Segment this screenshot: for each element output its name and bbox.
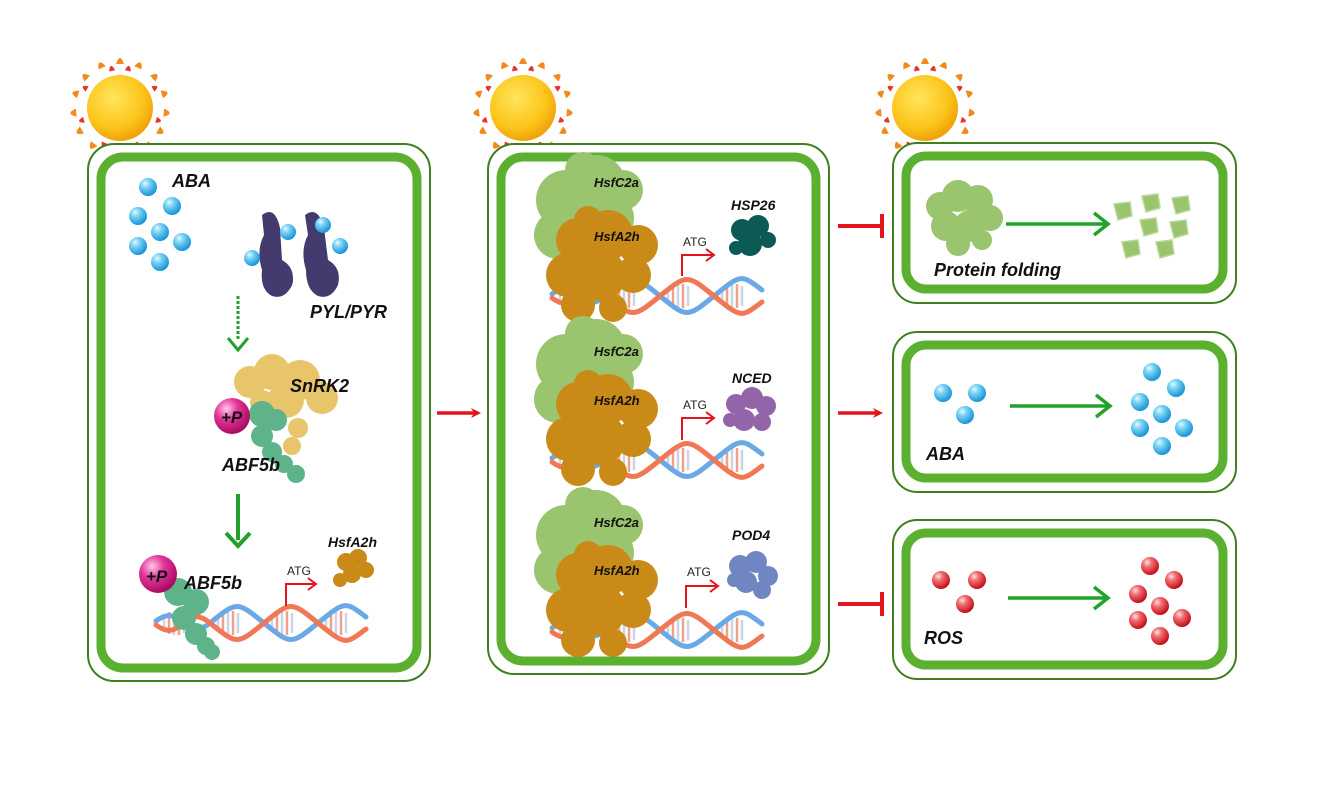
phosphate-group: +P (214, 398, 250, 434)
aba-bound-molecules (244, 217, 348, 266)
regulation-row-hsp26: HsfC2a HsfA2h ATG HSP26 (534, 152, 776, 322)
phosphate-group: +P (139, 555, 177, 593)
hsfa2h-protein-icon (333, 549, 374, 587)
aba-molecules (129, 178, 191, 271)
folded-protein-icon (926, 180, 1003, 256)
svg-text:POD4: POD4 (732, 527, 770, 543)
sun-icon (472, 58, 574, 158)
aba-label: ABA (171, 171, 211, 191)
abf5b-protein (249, 401, 305, 483)
aba-molecules-high (1131, 363, 1193, 455)
transcription-start-arrow (285, 577, 318, 606)
sun-icon (69, 58, 171, 158)
inhibition-arrow-icon (838, 592, 884, 616)
svg-text:NCED: NCED (732, 370, 772, 386)
svg-text:HSP26: HSP26 (731, 197, 776, 213)
activation-arrow-icon (1008, 585, 1111, 611)
svg-text:ATG: ATG (683, 235, 707, 249)
cell-outcome-aba (892, 331, 1237, 493)
regulation-row-nced: HsfC2a HsfA2h ATG NCED (534, 316, 776, 486)
svg-text:+P: +P (221, 408, 243, 427)
hsp26-protein-icon (729, 215, 776, 256)
protein-folding-label: Protein folding (934, 260, 1061, 280)
ros-label: ROS (924, 628, 963, 648)
svg-text:HsfC2a: HsfC2a (594, 175, 639, 190)
svg-text:HsfA2h: HsfA2h (594, 229, 640, 244)
svg-text:HsfA2h: HsfA2h (594, 563, 640, 578)
nced-protein-icon (723, 387, 776, 431)
svg-text:+P: +P (146, 567, 168, 586)
svg-text:HsfC2a: HsfC2a (594, 515, 639, 530)
svg-text:ATG: ATG (683, 398, 707, 412)
aba-molecules-low (934, 384, 986, 424)
pyl-pyr-label: PYL/PYR (310, 302, 387, 322)
atg-label: ATG (287, 564, 311, 578)
activation-arrow-icon (1010, 393, 1113, 419)
svg-text:HsfA2h: HsfA2h (594, 393, 640, 408)
hsfa2h-target-label: HsfA2h (328, 534, 377, 550)
svg-text:HsfC2a: HsfC2a (594, 344, 639, 359)
ros-molecules-high (1129, 557, 1191, 645)
pod4-protein-icon (727, 551, 778, 599)
activation-arrow-icon (224, 494, 252, 549)
inhibition-arrow-icon (838, 214, 884, 238)
pyl-pyr-receptor (259, 211, 339, 297)
regulation-row-pod4: HsfC2a HsfA2h ATG POD4 (534, 487, 778, 657)
abf5b-label: ABF5b (221, 455, 280, 475)
svg-text:ATG: ATG (687, 565, 711, 579)
abf5b-dna-label: ABF5b (183, 573, 242, 593)
activation-arrow-icon (1006, 211, 1111, 237)
aba-outcome-label: ABA (925, 444, 965, 464)
snrk2-label: SnRK2 (290, 376, 349, 396)
activation-arrow-icon (226, 296, 250, 353)
ros-molecules-low (932, 571, 986, 613)
